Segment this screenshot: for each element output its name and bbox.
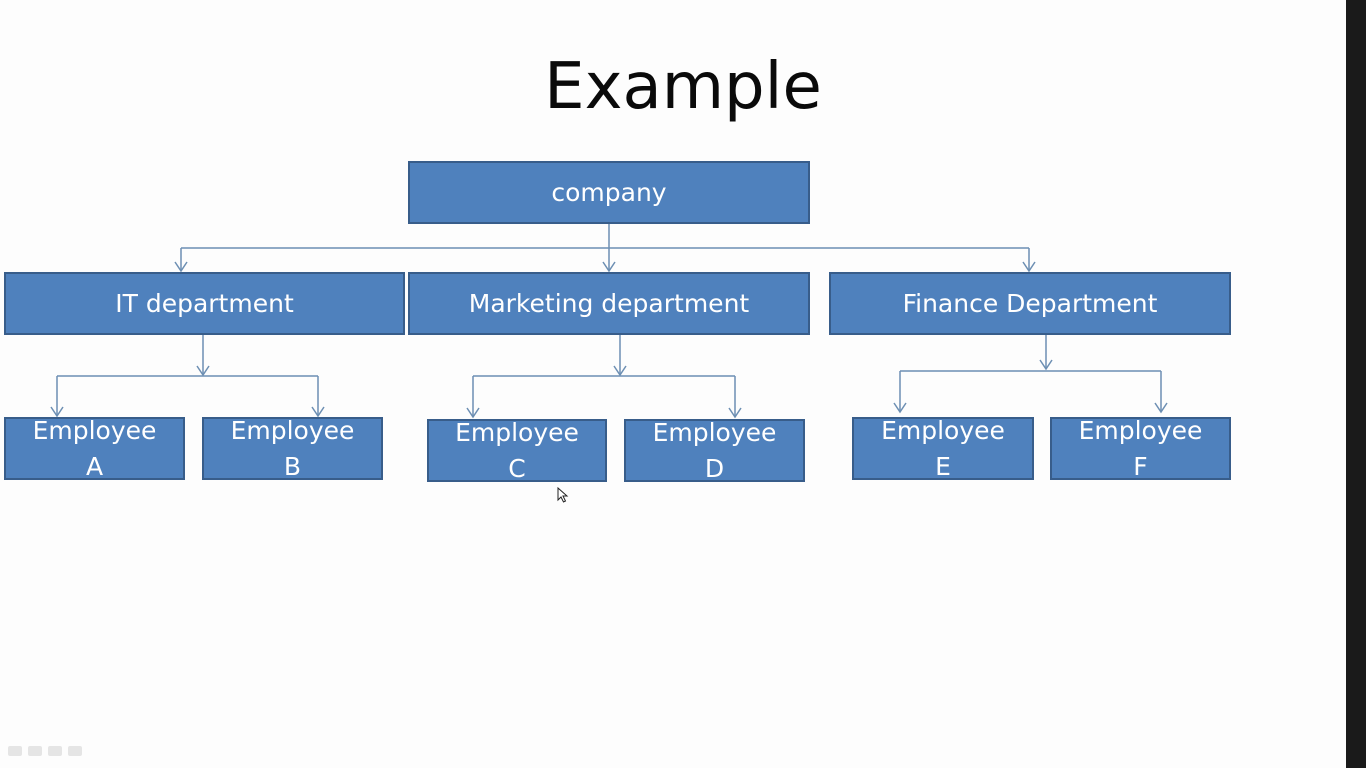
company-box: company <box>408 161 810 224</box>
employee-b-box: Employee B <box>202 416 383 481</box>
company-label: company <box>551 178 667 207</box>
employee-c-box: Employee C <box>427 418 607 483</box>
menu-icon[interactable] <box>48 746 62 756</box>
it-department-label: IT department <box>115 289 294 318</box>
employee-d-box: Employee D <box>624 418 805 483</box>
employee-e-box: Employee E <box>852 416 1034 481</box>
slide-title: Example <box>544 50 822 124</box>
marketing-department-label: Marketing department <box>468 289 750 318</box>
employee-a-line2: A <box>85 452 104 481</box>
pen-icon[interactable] <box>28 746 42 756</box>
window-edge-strip <box>1346 0 1366 768</box>
mouse-cursor-icon <box>557 487 569 503</box>
employee-e-line1: Employee <box>881 416 1005 445</box>
finance-department-label: Finance Department <box>902 289 1158 318</box>
finance-department-box: Finance Department <box>829 272 1231 335</box>
employee-f-line2: F <box>1133 452 1148 481</box>
previous-slide-icon[interactable] <box>8 746 22 756</box>
employee-a-line1: Employee <box>32 416 157 445</box>
employee-f-box: Employee F <box>1050 416 1231 481</box>
employee-c-line2: C <box>508 454 526 483</box>
employee-d-line1: Employee <box>652 418 777 447</box>
employee-b-line2: B <box>283 452 302 481</box>
employee-b-line1: Employee <box>230 416 355 445</box>
employee-f-line1: Employee <box>1078 416 1203 445</box>
slideshow-toolbar[interactable] <box>8 746 82 756</box>
marketing-department-box: Marketing department <box>408 272 810 335</box>
employee-d-line2: D <box>704 454 725 483</box>
next-slide-icon[interactable] <box>68 746 82 756</box>
it-department-box: IT department <box>4 272 405 335</box>
employee-c-line1: Employee <box>455 418 579 447</box>
employee-a-box: Employee A <box>4 416 185 481</box>
employee-e-line2: E <box>935 452 951 481</box>
